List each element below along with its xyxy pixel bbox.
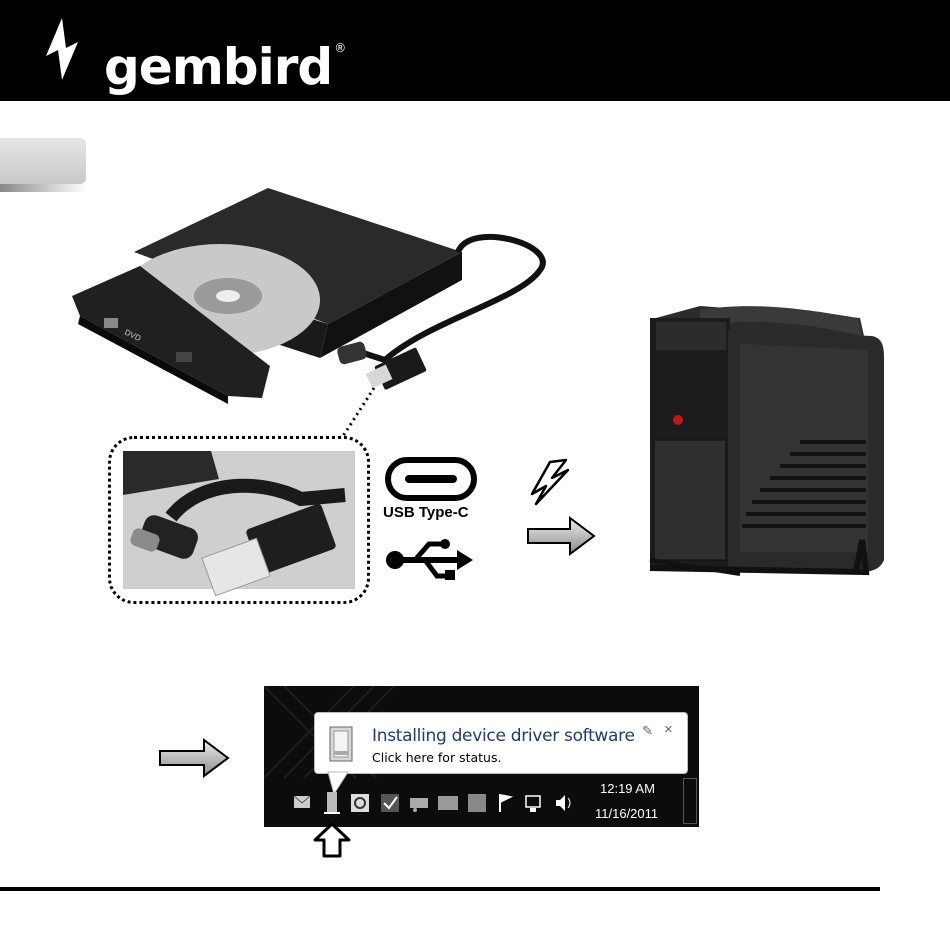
system-tray xyxy=(294,792,604,814)
connector-closeup-callout xyxy=(108,436,370,604)
up-arrow-icon xyxy=(313,822,351,858)
usb-type-c-icon xyxy=(385,457,477,501)
close-icon[interactable]: × xyxy=(664,721,673,738)
display-icon[interactable] xyxy=(468,794,486,812)
usb-trident-icon xyxy=(385,538,473,582)
action-center-flag-icon[interactable] xyxy=(500,794,510,812)
clock-time[interactable]: 12:19 AM xyxy=(600,781,655,796)
device-tray-icon[interactable] xyxy=(324,792,340,814)
desktop-pc-image xyxy=(650,306,884,574)
app-o-icon[interactable] xyxy=(351,794,369,812)
check-icon[interactable] xyxy=(381,794,399,812)
footer-rule xyxy=(0,887,880,891)
step-arrow-icon xyxy=(158,738,230,778)
network-icon[interactable] xyxy=(526,796,540,812)
notification-subtitle[interactable]: Click here for status. xyxy=(372,750,501,765)
mail-icon[interactable] xyxy=(294,796,310,808)
connector-closeup-image xyxy=(111,439,367,601)
volume-icon[interactable] xyxy=(556,795,570,811)
notification-balloon-tail xyxy=(328,772,348,794)
notification-title: Installing device driver software xyxy=(372,726,635,746)
clock-date[interactable]: 11/16/2011 xyxy=(595,806,658,821)
device-driver-icon xyxy=(326,721,356,765)
hardware-icon[interactable] xyxy=(410,798,428,812)
show-desktop-button[interactable] xyxy=(683,778,697,824)
usb-type-c-label: USB Type-C xyxy=(383,504,469,521)
notification-balloon[interactable]: Installing device driver software Click … xyxy=(314,712,688,774)
pin-icon[interactable]: ✎ xyxy=(642,723,653,739)
connect-arrow-icon xyxy=(526,516,596,556)
power-bolt-icon xyxy=(528,458,574,506)
taskbar-screenshot: Installing device driver software Click … xyxy=(264,686,699,827)
keyboard-icon[interactable] xyxy=(438,796,458,810)
